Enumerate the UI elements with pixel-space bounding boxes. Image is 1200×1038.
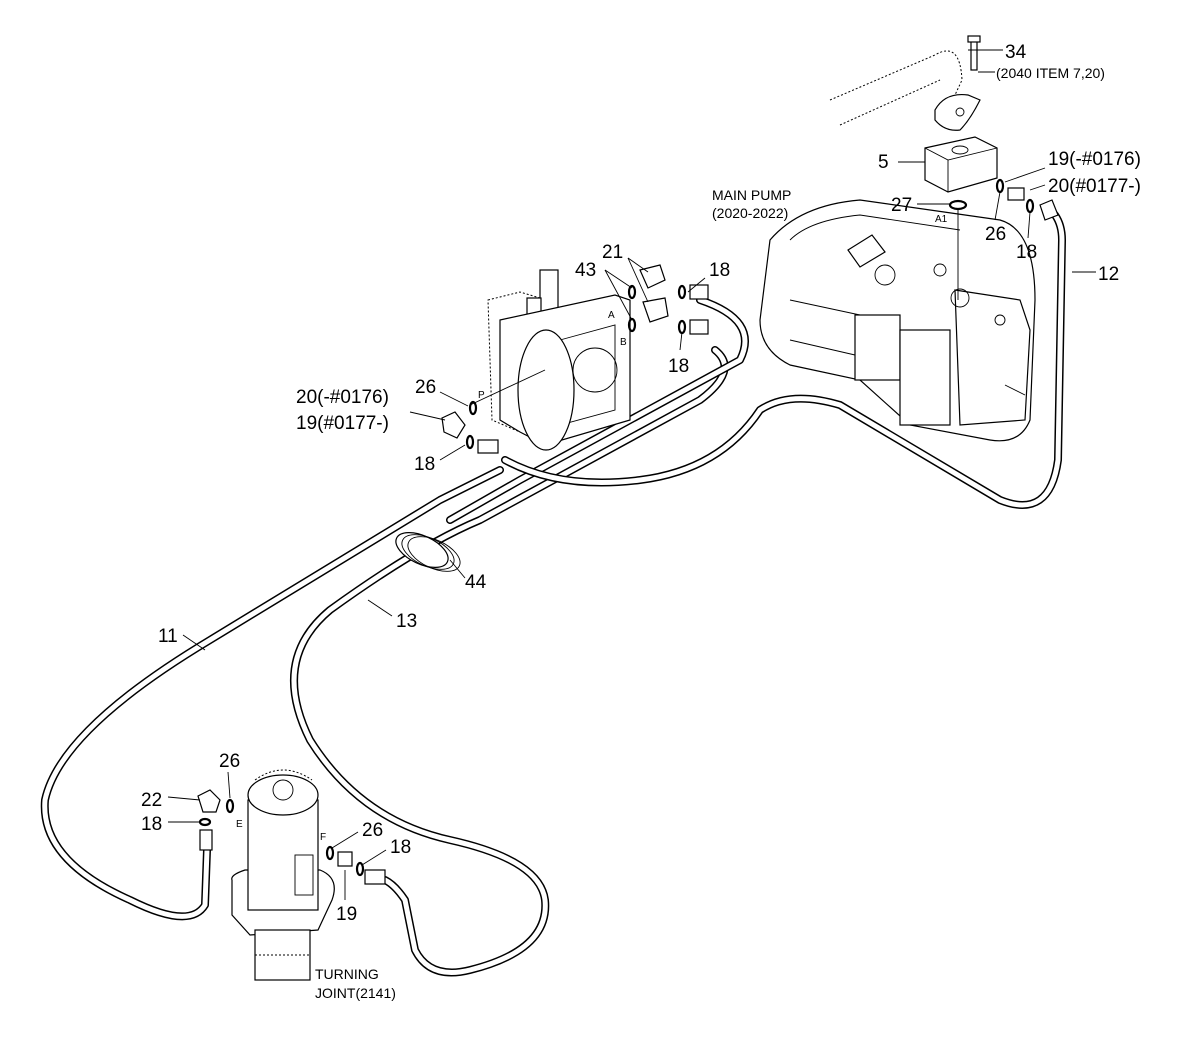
callout-18-f: 18 bbox=[390, 837, 411, 858]
hose-11 bbox=[40, 466, 504, 921]
callout-13: 13 bbox=[396, 611, 417, 632]
callout-21: 21 bbox=[602, 242, 623, 263]
callout-44: 44 bbox=[465, 572, 487, 593]
ref-2040-label: (2040 ITEM 7,20) bbox=[996, 65, 1105, 81]
hose-top-a bbox=[446, 296, 749, 524]
block-5 bbox=[924, 136, 998, 300]
port-p-label: P bbox=[478, 390, 485, 401]
pilot-valve-block bbox=[469, 269, 631, 451]
callout-18-a: 18 bbox=[709, 260, 730, 281]
callout-22: 22 bbox=[141, 790, 162, 811]
callout-18-tj: 18 bbox=[141, 814, 162, 835]
callout-26-valve: 26 bbox=[415, 377, 436, 398]
hose-13 bbox=[290, 346, 729, 977]
hose-12 bbox=[501, 211, 1066, 509]
turning-joint-ref-label: JOINT(2141) bbox=[315, 985, 396, 1001]
main-pump-label: MAIN PUMP bbox=[712, 187, 791, 203]
leader-lines bbox=[167, 49, 1096, 900]
port-f-label: F bbox=[320, 832, 326, 843]
bracket-2040 bbox=[829, 35, 981, 131]
callout-18-valve: 18 bbox=[414, 454, 435, 475]
callout-27: 27 bbox=[891, 195, 912, 216]
callout-34: 34 bbox=[1005, 42, 1027, 63]
callout-18-b: 18 bbox=[668, 356, 689, 377]
port-e-label: E bbox=[236, 819, 243, 830]
callout-11: 11 bbox=[158, 626, 178, 647]
turning-joint bbox=[231, 769, 335, 981]
callout-18-pump: 18 bbox=[1016, 242, 1037, 263]
clamp-44 bbox=[395, 532, 461, 572]
callout-26-pump: 26 bbox=[985, 224, 1006, 245]
port-a-label: A bbox=[608, 310, 615, 321]
callout-26-tj: 26 bbox=[219, 751, 240, 772]
port-a1-label: A1 bbox=[935, 214, 948, 225]
callout-20-valve: 20(-#0176) bbox=[296, 387, 389, 408]
port-b-label: B bbox=[620, 337, 627, 348]
callout-12: 12 bbox=[1098, 264, 1119, 285]
callout-20-top: 20(#0177-) bbox=[1048, 176, 1141, 197]
callout-43: 43 bbox=[575, 260, 596, 281]
callout-19-top: 19(-#0176) bbox=[1048, 149, 1141, 170]
callout-5: 5 bbox=[878, 152, 889, 173]
callout-19-f: 19 bbox=[336, 904, 357, 925]
main-pump bbox=[759, 199, 1036, 442]
turning-joint-label: TURNING bbox=[315, 966, 379, 982]
main-pump-ref-label: (2020-2022) bbox=[712, 205, 788, 221]
callout-26-f: 26 bbox=[362, 820, 383, 841]
callout-19-valve: 19(#0177-) bbox=[296, 413, 389, 434]
